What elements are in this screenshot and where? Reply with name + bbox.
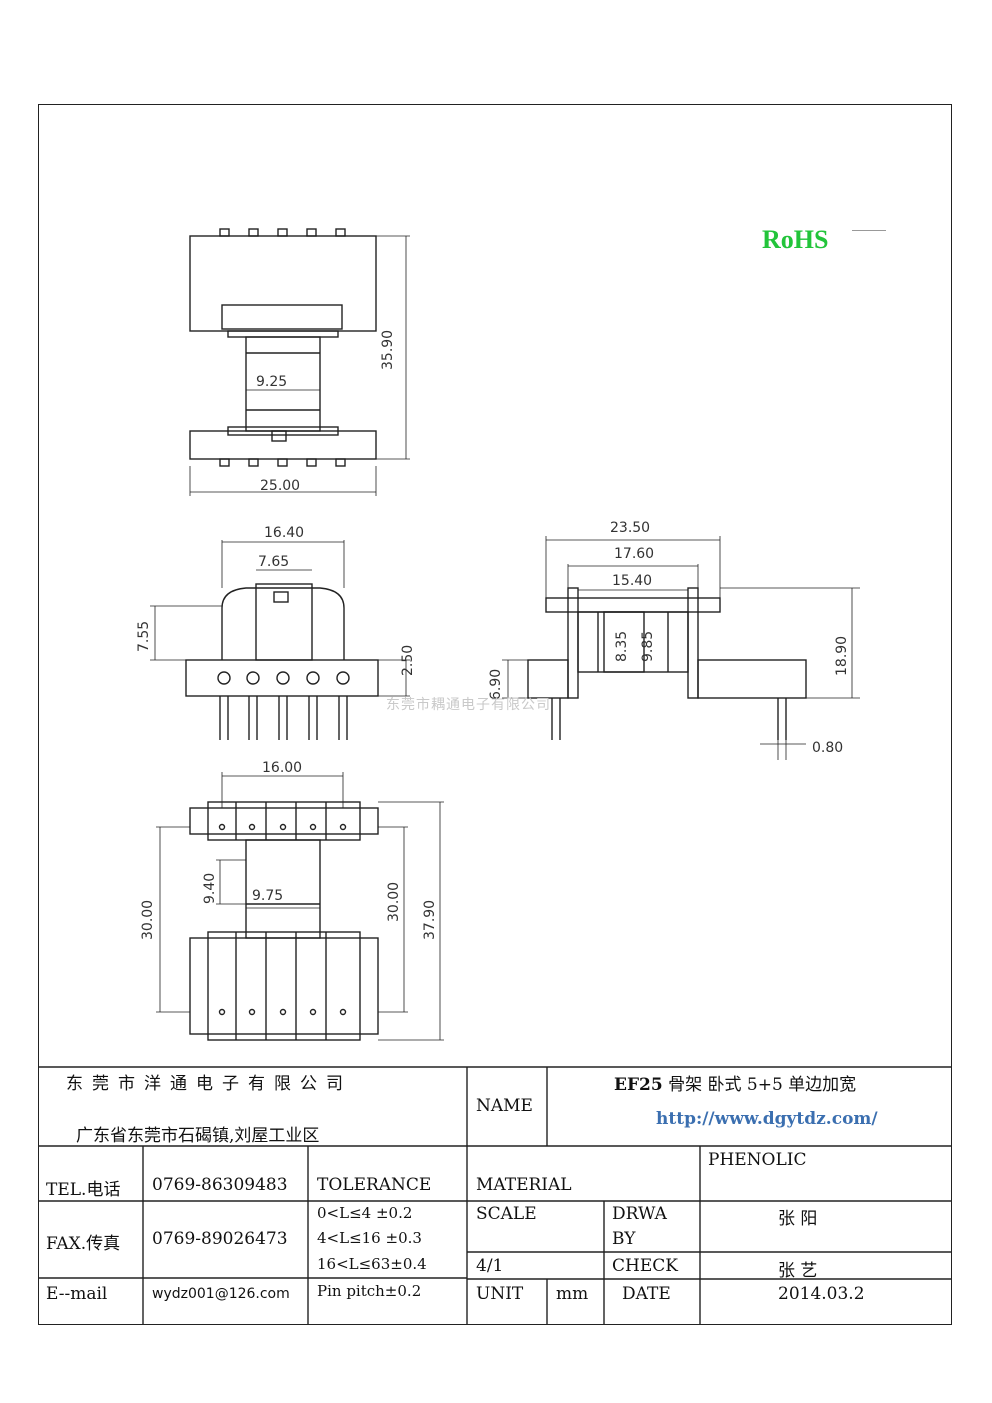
material-value: PHENOLIC (708, 1150, 807, 1170)
email-value[interactable]: wydz001@126.com (152, 1286, 290, 1302)
tolerance-label: TOLERANCE (317, 1175, 432, 1195)
drawn-label-1: DRWA (612, 1204, 667, 1224)
dim-length-total: 37.90 (422, 900, 438, 940)
bottom-view (156, 772, 444, 1041)
email-label: E--mail (46, 1284, 108, 1304)
dim-inner-length: 17.60 (614, 546, 654, 562)
fax-label: FAX.传真 (46, 1234, 121, 1254)
drawn-label-2: BY (612, 1229, 636, 1249)
drawn-value: 张 阳 (778, 1209, 818, 1229)
fax-value: 0769-89026473 (152, 1229, 288, 1249)
tolerance-line-2: 4<L≤16 ±0.3 (317, 1229, 422, 1247)
company-url[interactable]: http://www.dgytdz.com/ (656, 1109, 878, 1129)
dim-core-large: 9.85 (640, 631, 656, 662)
tel-label: TEL.电话 (46, 1180, 121, 1200)
tolerance-line-3: 16<L≤63±0.4 (317, 1255, 427, 1273)
dim-flange-thickness: 2.50 (400, 645, 416, 676)
dim-height-total: 35.90 (380, 330, 396, 370)
top-view (189, 228, 410, 496)
front-view (150, 540, 410, 740)
product-description: 骨架 卧式 5+5 单边加宽 (668, 1075, 857, 1095)
dim-pin-span: 16.00 (262, 760, 302, 776)
dim-core-depth: 9.75 (252, 888, 283, 904)
tolerance-line-1: 0<L≤4 ±0.2 (317, 1204, 413, 1222)
tel-value: 0769-86309483 (152, 1175, 288, 1195)
dim-core-small: 8.35 (614, 631, 630, 662)
dim-length-b: 30.00 (386, 882, 402, 922)
drawing-sheet (38, 104, 952, 1325)
scale-label: SCALE (476, 1204, 537, 1224)
watermark: 东莞市耦通电子有限公司 (386, 697, 551, 713)
dim-base-width: 25.00 (260, 478, 300, 494)
rohs-mark: RoHS (762, 225, 829, 254)
dim-flange-width: 16.40 (264, 525, 304, 541)
check-label: CHECK (612, 1256, 678, 1276)
company-name: 东莞市洋通电子有限公司 (66, 1074, 352, 1094)
dim-side-height: 7.55 (136, 621, 152, 652)
dim-outer-diameter: 18.90 (834, 636, 850, 676)
dim-pin-diameter: 0.80 (812, 740, 843, 756)
dim-length-a: 30.00 (140, 900, 156, 940)
dim-core-width: 9.25 (256, 374, 287, 390)
dim-inner-width: 7.65 (258, 554, 289, 570)
unit-label: UNIT (476, 1284, 524, 1304)
name-label: NAME (476, 1096, 533, 1116)
dim-total-length: 23.50 (610, 520, 650, 536)
check-value: 张 艺 (778, 1261, 818, 1281)
unit-value: mm (556, 1284, 589, 1304)
side-view (502, 536, 860, 760)
technical-drawing: 35.90 9.25 25.00 16.40 7.65 7.55 2.50 23… (136, 228, 860, 1041)
dim-base-height: 6.90 (488, 669, 504, 700)
dim-depth-a: 9.40 (202, 873, 218, 904)
date-label: DATE (622, 1284, 671, 1304)
material-label: MATERIAL (476, 1175, 572, 1195)
date-value: 2014.03.2 (778, 1284, 865, 1304)
product-code: EF25 (614, 1075, 663, 1095)
product-title: EF25 骨架 卧式 5+5 单边加宽 (614, 1070, 856, 1095)
rohs-underline (852, 218, 886, 231)
tolerance-line-4: Pin pitch±0.2 (317, 1282, 422, 1300)
dim-winding-length: 15.40 (612, 573, 652, 589)
company-address: 广东省东莞市石碣镇,刘屋工业区 (76, 1126, 320, 1146)
scale-value: 4/1 (476, 1256, 504, 1276)
